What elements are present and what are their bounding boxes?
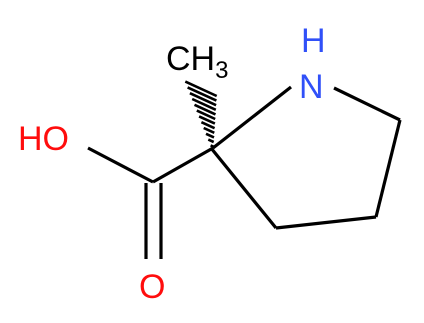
nitrogen-label: N [299, 68, 324, 106]
atom-labels: CH3 H N HO O [18, 22, 326, 306]
bond-c2-c3 [209, 146, 278, 230]
hashed-wedge-bond [184, 80, 218, 148]
nitrogen-hydrogen-label: H [301, 22, 326, 60]
carbonyl-oxygen-label: O [139, 268, 165, 306]
bond-carboxyl-oh [87, 146, 154, 184]
bond-n-c2 [212, 85, 292, 150]
methyl-label: CH3 [166, 40, 228, 84]
hydroxyl-label: HO [18, 120, 69, 158]
bond-c2-carboxyl [152, 146, 214, 184]
bond-c3-c4 [275, 215, 377, 230]
bonds [87, 85, 402, 259]
bond-c4-c5 [374, 119, 402, 218]
bond-c5-n [333, 86, 401, 122]
